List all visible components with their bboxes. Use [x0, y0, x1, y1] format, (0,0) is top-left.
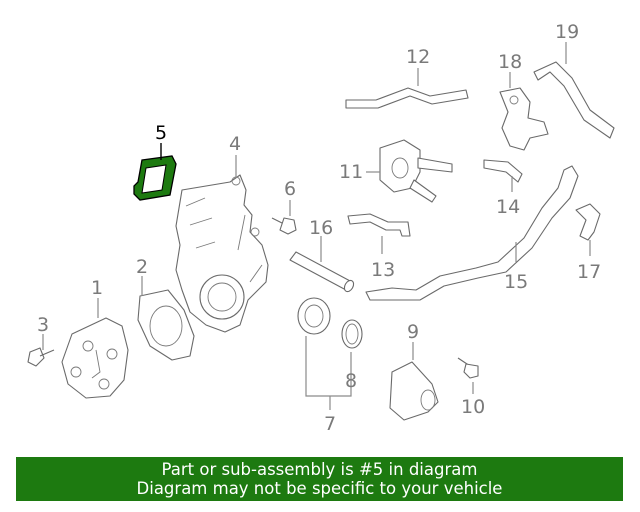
part-15-pipe[interactable]: [365, 165, 579, 301]
callout-15: 15: [504, 271, 528, 293]
callout-16: 16: [309, 217, 333, 239]
part-7-thermostat[interactable]: [297, 297, 331, 335]
part-19-hose[interactable]: [533, 61, 615, 139]
callout-19: 19: [555, 21, 579, 43]
part-11-outlet[interactable]: [379, 139, 453, 203]
part-1-pump[interactable]: [61, 317, 129, 399]
callout-3: 3: [37, 314, 49, 336]
callout-1: 1: [91, 277, 103, 299]
callout-5: 5: [155, 122, 167, 144]
callout-6: 6: [284, 178, 296, 200]
callout-2: 2: [136, 256, 148, 278]
callout-14: 14: [496, 196, 520, 218]
part-17-hose[interactable]: [575, 203, 601, 241]
banner-line-2: Diagram may not be specific to your vehi…: [136, 479, 503, 498]
part-9-cover[interactable]: [389, 361, 439, 421]
part-13-hose[interactable]: [347, 213, 411, 237]
part-6-bolt[interactable]: [271, 217, 297, 235]
part-10-bolt[interactable]: [457, 357, 479, 379]
part-5-gasket[interactable]: [133, 155, 177, 201]
part-2-gasket[interactable]: [137, 289, 195, 361]
callout-13: 13: [371, 259, 395, 281]
part-14-hose[interactable]: [483, 159, 523, 183]
callout-12: 12: [406, 46, 430, 68]
callout-7: 7: [324, 413, 336, 435]
part-18-fitting[interactable]: [499, 87, 549, 151]
callout-8: 8: [345, 370, 357, 392]
callout-4: 4: [229, 133, 241, 155]
part-8-seal-ring[interactable]: [341, 319, 363, 349]
leader-7-bracket: [305, 336, 352, 397]
part-3-bolt[interactable]: [27, 347, 55, 367]
callout-11: 11: [339, 161, 363, 183]
callout-10: 10: [461, 396, 485, 418]
part-12-hose[interactable]: [345, 87, 469, 109]
notice-banner: Part or sub-assembly is #5 in diagram Di…: [16, 457, 623, 501]
callout-9: 9: [407, 321, 419, 343]
part-4-housing[interactable]: [175, 174, 269, 333]
callout-18: 18: [498, 51, 522, 73]
banner-line-1: Part or sub-assembly is #5 in diagram: [161, 460, 478, 479]
callout-17: 17: [577, 261, 601, 283]
part-16-pipe[interactable]: [289, 251, 355, 293]
